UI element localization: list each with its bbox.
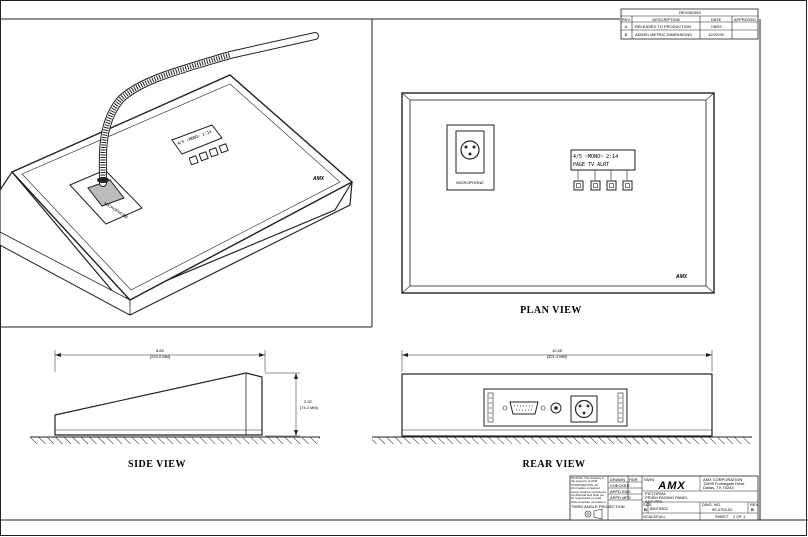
- iso-button-group: [188, 143, 229, 166]
- revision-heading: REVISIONS: [679, 10, 701, 15]
- checked-label: CHECKED: [610, 483, 630, 488]
- rear-ground-hatch: [372, 437, 752, 444]
- side-height-mm: [74.2 MM]: [300, 405, 318, 410]
- drawing-title-1: PICTORIAL: [645, 491, 667, 496]
- rear-width-mm: [321.3 MM]: [547, 354, 567, 359]
- rev-row-b-rev: B: [625, 32, 628, 37]
- rev-row-a-rev: A: [625, 24, 628, 29]
- plan-microphone-label: MICROPHONE: [456, 180, 484, 185]
- rev-col-date: DATE: [711, 17, 722, 22]
- plan-lcd-line1: 4/5 ~MONO~ 2:14: [573, 154, 618, 160]
- dwg-no-value: 95-0793-02: [712, 507, 733, 512]
- side-ground-hatch: [30, 437, 320, 444]
- title-block-notice: NOTICE: This drawing is the property of …: [571, 477, 607, 503]
- appd-mfg-label: APPD MFG: [610, 495, 631, 500]
- size-value: B: [644, 507, 647, 512]
- rear-xlr-connector: [570, 395, 598, 423]
- sheet-label: SHEET: [715, 514, 729, 519]
- iso-button-1: [188, 155, 199, 166]
- plan-view: MICROPHONE 4/5 ~MONO~ 2:14 PAGE TV ALRT …: [401, 92, 715, 316]
- plan-lcd-line2: PAGE TV ALRT: [573, 162, 609, 168]
- company-line3: Dallas, TX 75243: [703, 485, 734, 490]
- sheet-value: 1 OF 1: [733, 514, 746, 519]
- fscm-number: 85079302: [650, 506, 669, 511]
- rear-db9-connector: [502, 401, 546, 415]
- appd-eng-label: APPD ENG: [610, 489, 631, 494]
- tol-label: THIRD ANGLE PROJECTION: [571, 504, 625, 509]
- rev-col-approved: APPROVED: [734, 17, 756, 22]
- iso-button-2: [198, 151, 209, 162]
- rev-row-b-date: 12/22/93: [708, 32, 724, 37]
- rev-row-a-date: 7/8/93: [710, 24, 722, 29]
- scale-value: FULL: [656, 514, 667, 519]
- plan-brand-logo: AMX: [675, 274, 688, 280]
- third-angle-projection-icon: [584, 508, 603, 520]
- size-label: SIZE: [643, 502, 652, 507]
- company-line1: AMX CORPORATION: [703, 477, 742, 482]
- side-width-dim: 8.82: [156, 348, 165, 353]
- revision-table: REVISIONS REV DESCRIPTION DATE APPROVED …: [620, 8, 759, 40]
- rear-view: 12.65 [321.3 MM]: [372, 348, 752, 470]
- side-width-mm: [224.0 MM]: [150, 354, 170, 359]
- side-view: 8.82 [224.0 MM] 2.92 [74.2 MM] SIDE VIEW: [30, 348, 320, 470]
- rev-value: B: [751, 507, 754, 512]
- dwg-no-label: DWG. NO.: [702, 502, 721, 507]
- iso-brand-logo: AMX: [312, 176, 325, 182]
- company-line2: 11995 Forestgate Drive: [703, 481, 745, 486]
- rear-width-dim: 12.65: [552, 348, 563, 353]
- rev-label: REV: [750, 502, 759, 507]
- plan-view-title: PLAN VIEW: [520, 305, 582, 316]
- drawn-date: 7/8/93: [643, 477, 655, 482]
- iso-button-3: [208, 147, 219, 158]
- iso-button-4: [218, 143, 229, 154]
- drawn-by: RDR: [629, 477, 638, 482]
- rev-col-desc: DESCRIPTION: [652, 17, 679, 22]
- title-block: NOTICE: This drawing is the property of …: [569, 475, 759, 521]
- amx-logo: AMX: [657, 480, 685, 492]
- drawing-title-2: PRISM PAGING PANEL: [645, 495, 689, 500]
- scale-label: SCALE: [643, 514, 656, 519]
- side-height-dim: 2.92: [304, 399, 313, 404]
- rev-row-b-desc: ADDED METRIC DIMENSIONS: [635, 32, 692, 37]
- drawn-label: DRAWN: [610, 477, 625, 482]
- isometric-view: MICROPHONE 4/5 ~MONO~ 2:14 AMX: [0, 32, 354, 316]
- rev-col-rev: REV: [622, 17, 631, 22]
- rev-row-a-desc: RELEASED TO PRODUCTION: [635, 24, 691, 29]
- rear-view-title: REAR VIEW: [523, 459, 586, 470]
- drawing-title-3: AXP-PPC: [645, 499, 663, 504]
- plan-button-group: [573, 180, 633, 191]
- side-view-title: SIDE VIEW: [128, 459, 186, 470]
